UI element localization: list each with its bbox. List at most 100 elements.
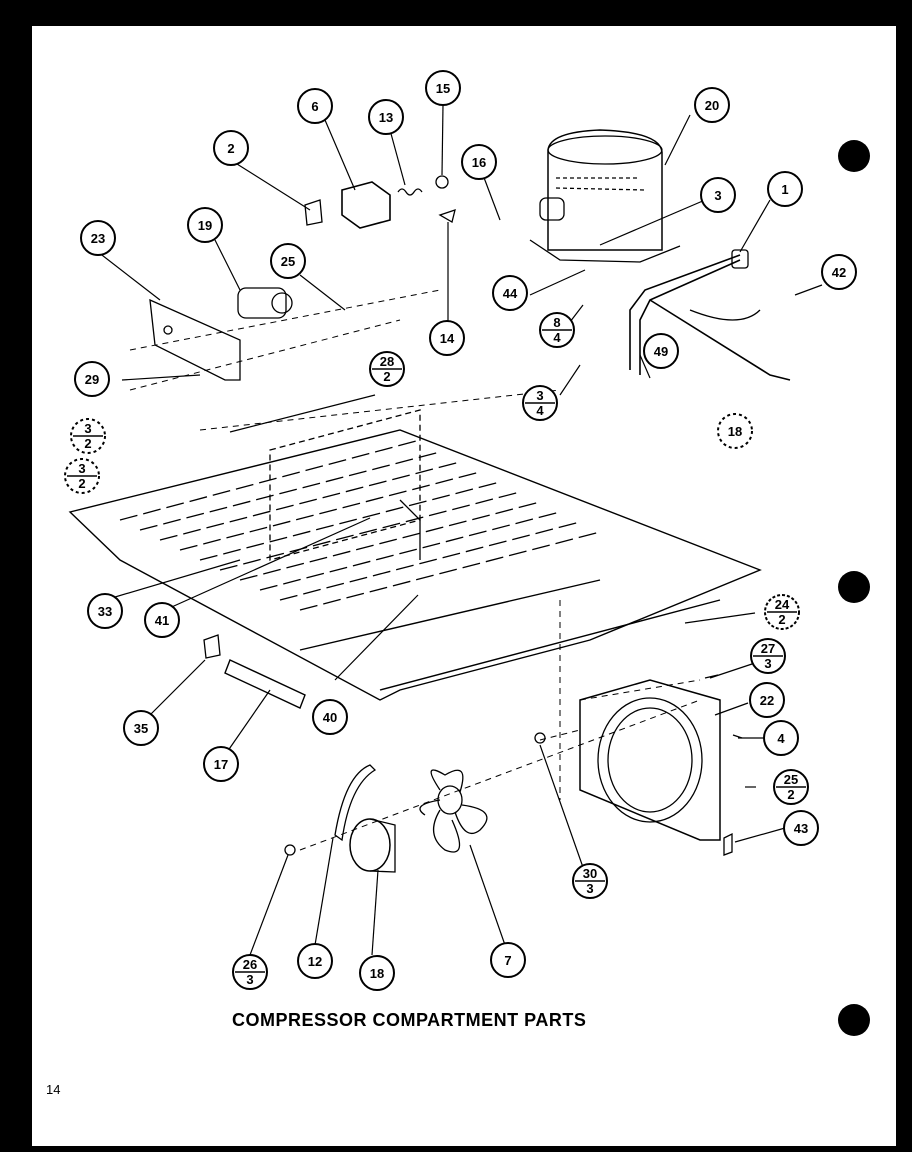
callout-label-17: 17	[214, 757, 228, 772]
callout-4	[763, 720, 799, 756]
callout-14	[429, 320, 465, 356]
callout-42	[821, 254, 857, 290]
callout-41	[144, 602, 180, 638]
callout-label-20: 20	[705, 98, 719, 113]
fraction-8-4-num: 8	[553, 315, 560, 330]
callout-label-19: 19	[198, 218, 212, 233]
reference-lines	[129, 289, 701, 851]
bracket-drawing	[149, 298, 241, 381]
callout-7	[490, 942, 526, 978]
callout-40	[312, 699, 348, 735]
callout-1	[767, 171, 803, 207]
binder-hole-middle	[838, 571, 870, 603]
callout-label-25: 25	[281, 254, 295, 269]
callout-23	[80, 220, 116, 256]
fraction-3-2-b-den: 2	[78, 476, 85, 491]
callout-label-6: 6	[311, 99, 318, 114]
callout-label-40: 40	[323, 710, 337, 725]
callout-49	[643, 333, 679, 369]
diagram-title: COMPRESSOR COMPARTMENT PARTS	[232, 1010, 587, 1030]
callout-19	[187, 207, 223, 243]
callout-label-22: 22	[760, 693, 774, 708]
fraction-27-3-den: 3	[764, 656, 771, 671]
fraction-3-4-den: 4	[536, 403, 544, 418]
motor-bracket-drawing	[334, 764, 377, 842]
fraction-27-3-num: 27	[761, 641, 775, 656]
callout-label-49: 49	[654, 344, 668, 359]
fraction-dividers	[67, 329, 806, 973]
callout-16	[461, 144, 497, 180]
callout-label-18b: 18	[728, 424, 742, 439]
page-number: 14	[46, 1082, 61, 1097]
fan-bracket-drawing	[579, 679, 721, 841]
callout-20	[694, 87, 730, 123]
callout-label-2: 2	[227, 141, 234, 156]
callout-label-14: 14	[440, 331, 455, 346]
callout-44	[492, 275, 528, 311]
fraction-24-2-den: 2	[778, 612, 785, 627]
callout-18	[359, 955, 395, 991]
binder-hole-top	[838, 140, 870, 172]
callout-label-3: 3	[714, 188, 721, 203]
timer-drawing	[237, 287, 287, 319]
callout-18b	[717, 413, 753, 449]
callout-label-29: 29	[85, 372, 99, 387]
callout-35	[123, 710, 159, 746]
fraction-8-4-den: 4	[553, 330, 561, 345]
callout-25	[270, 243, 306, 279]
callout-label-35: 35	[134, 721, 148, 736]
callout-label-44: 44	[503, 286, 518, 301]
fraction-25-2-num: 25	[784, 772, 798, 787]
fraction-3-2-b-num: 3	[78, 461, 85, 476]
fraction-3-4-num: 3	[536, 388, 543, 403]
fraction-26-3-den: 3	[246, 972, 253, 987]
callout-43	[783, 810, 819, 846]
fraction-26-3-num: 26	[243, 957, 257, 972]
callout-2	[213, 130, 249, 166]
callout-22	[749, 682, 785, 718]
compressor-drawing	[529, 129, 681, 263]
exploded-view-drawing	[68, 104, 823, 956]
callout-12	[297, 943, 333, 979]
callout-label-4: 4	[777, 731, 785, 746]
spring-drawing	[397, 188, 423, 196]
callout-label-13: 13	[379, 110, 393, 125]
callout-13	[368, 99, 404, 135]
callout-17	[203, 746, 239, 782]
callout-circles	[64, 70, 857, 991]
callout-15	[425, 70, 461, 106]
callout-label-18: 18	[370, 966, 384, 981]
callout-label-1: 1	[781, 182, 788, 197]
callout-29	[74, 361, 110, 397]
callout-label-12: 12	[308, 954, 322, 969]
fraction-24-2-num: 24	[775, 597, 790, 612]
callout-3	[700, 177, 736, 213]
callout-label-7: 7	[504, 953, 511, 968]
fraction-30-3-num: 30	[583, 866, 597, 881]
callout-label-42: 42	[832, 265, 846, 280]
callout-labels: 2 6 13 15 16 14 20 3 1 42 23 19 25 29 44…	[78, 81, 846, 987]
callout-label-33: 33	[98, 604, 112, 619]
fraction-3-2-a-num: 3	[84, 421, 91, 436]
fraction-3-2-a-den: 2	[84, 436, 91, 451]
callout-label-43: 43	[794, 821, 808, 836]
callout-label-41: 41	[155, 613, 169, 628]
clip-drawing	[304, 199, 323, 226]
fraction-25-2-den: 2	[787, 787, 794, 802]
clip-35-drawing	[203, 634, 221, 659]
callout-33	[87, 593, 123, 629]
bracket-hole	[163, 325, 173, 335]
washer-30-drawing	[534, 732, 546, 744]
wiring-harness-drawing	[629, 254, 791, 381]
fraction-28-2-num: 28	[380, 354, 394, 369]
callout-6	[297, 88, 333, 124]
fan-blade-drawing	[419, 769, 488, 853]
callout-label-23: 23	[91, 231, 105, 246]
leader-lines	[97, 104, 823, 956]
callout-label-16: 16	[472, 155, 486, 170]
drier-drawing	[224, 659, 306, 709]
screw-26-drawing	[284, 844, 296, 856]
diagram-sheet	[32, 26, 896, 1146]
fraction-28-2-den: 2	[383, 369, 390, 384]
